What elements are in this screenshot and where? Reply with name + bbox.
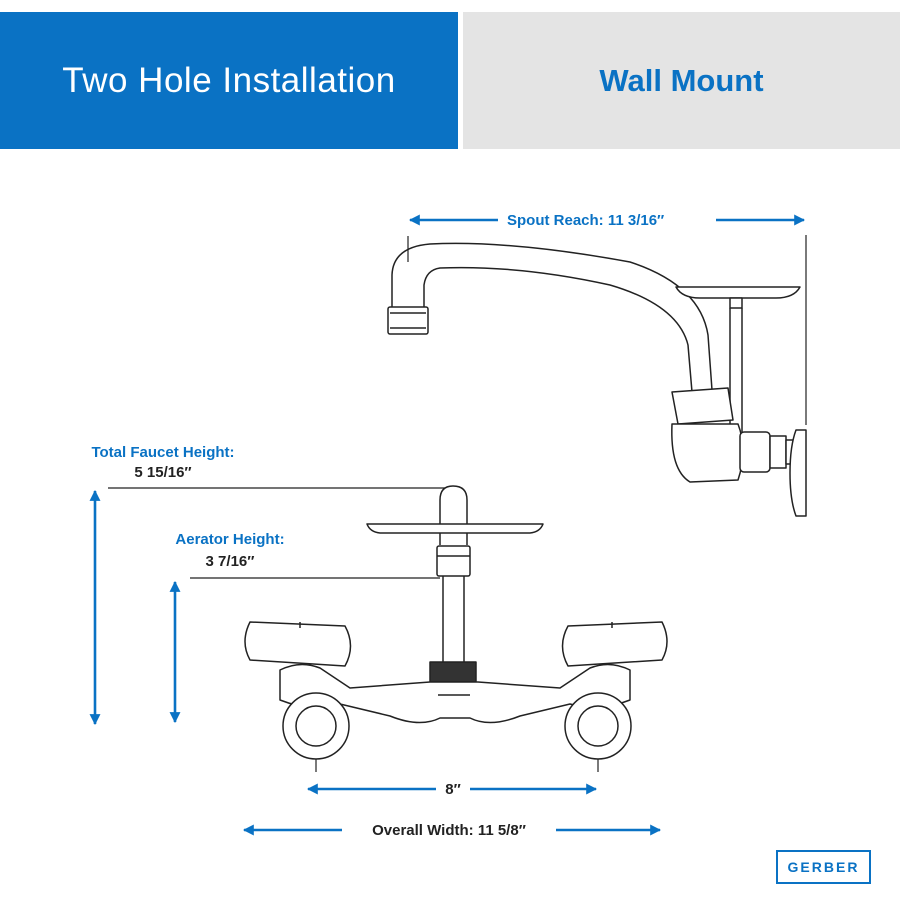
total-height-label-line1: Total Faucet Height:: [91, 444, 234, 461]
header-left-panel: Two Hole Installation: [0, 12, 458, 149]
aerator-height-label-line1: Aerator Height:: [175, 531, 284, 548]
side-view-faucet: [387, 235, 807, 517]
brand-logo-text: GERBER: [787, 859, 860, 875]
overall-width-label: Overall Width: 11 5/8″: [372, 822, 526, 839]
installation-title: Two Hole Installation: [62, 60, 396, 100]
aerator-height-label-line2: 3 7/16″: [206, 553, 255, 570]
front-view-faucet: [108, 485, 668, 772]
total-height-label-line2: 5 15/16″: [134, 464, 191, 481]
gerber-logo: GERBER: [776, 850, 871, 884]
center-spacing-label: 8″: [445, 781, 461, 798]
header-right-panel: Wall Mount: [463, 12, 900, 149]
dimension-arrows: [89, 214, 806, 836]
mount-type-title: Wall Mount: [599, 62, 764, 98]
spout-reach-label: Spout Reach: 11 3/16″: [507, 212, 664, 229]
